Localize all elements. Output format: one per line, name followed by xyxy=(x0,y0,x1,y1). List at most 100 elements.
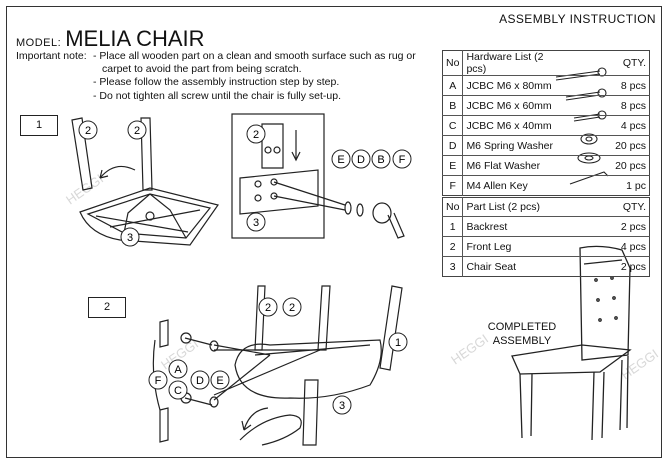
flip-arrow xyxy=(243,407,269,431)
row-qty: 4 pcs xyxy=(603,236,650,257)
parts-header-row: No Part List (2 pcs) QTY. xyxy=(442,197,650,217)
svg-text:2: 2 xyxy=(265,302,271,314)
svg-text:E: E xyxy=(337,154,344,166)
row-qty: 8 pcs xyxy=(604,75,650,96)
row-no: E xyxy=(442,155,464,176)
watermark-4: HEGGI xyxy=(618,346,661,382)
svg-text:3: 3 xyxy=(127,232,133,244)
svg-text:1: 1 xyxy=(395,337,401,349)
row-name: JCBC M6 x 60mm xyxy=(462,95,556,116)
svg-text:D: D xyxy=(357,154,365,166)
front-leg-left xyxy=(254,285,266,351)
callouts: 2 2 3 2 3 E D B F 2 2 1 3 A F D E C xyxy=(78,120,412,415)
step2-drawing xyxy=(152,285,403,446)
col-name: Part List (2 pcs) xyxy=(466,201,540,213)
col-qty: QTY. xyxy=(622,201,646,213)
row-no: F xyxy=(442,175,464,196)
col-no: No xyxy=(442,197,464,217)
front-leg-detached xyxy=(71,117,93,191)
hand xyxy=(239,414,302,446)
callout-front-leg-1: 2 xyxy=(78,120,98,140)
svg-text:F: F xyxy=(155,375,162,387)
callout-d-step2: D xyxy=(190,370,210,390)
model-title: MODEL:MELIA CHAIR xyxy=(16,26,205,52)
callout-d-step1: D xyxy=(351,149,371,169)
callout-f-step1: F xyxy=(392,149,412,169)
row-no: 2 xyxy=(442,236,464,257)
row-name: M6 Spring Washer xyxy=(462,135,556,156)
row-qty: 2 pcs xyxy=(603,256,650,277)
callout-c-step2: C xyxy=(168,380,188,400)
note-item: - Place all wooden part on a clean and s… xyxy=(93,50,416,76)
svg-text:2: 2 xyxy=(85,125,91,137)
step1-detail-inset xyxy=(231,113,405,239)
backrest xyxy=(379,285,403,371)
completed-assembly-label: COMPLETED ASSEMBLY xyxy=(472,320,572,348)
row-qty: 4 pcs xyxy=(604,115,650,136)
seat-frame xyxy=(79,187,219,246)
step-1-label: 1 xyxy=(20,115,58,136)
svg-text:2: 2 xyxy=(289,302,295,314)
callout-a-step2: A xyxy=(168,359,188,379)
row-name: M4 Allen Key xyxy=(462,175,556,196)
row-no: 1 xyxy=(442,216,464,237)
step-2-label: 2 xyxy=(88,297,126,318)
callout-backrest: 1 xyxy=(388,332,408,352)
callout-seat-2: 3 xyxy=(332,395,352,415)
svg-text:A: A xyxy=(174,364,182,376)
completed-line2: ASSEMBLY xyxy=(492,335,552,347)
row-no: B xyxy=(442,95,464,116)
row-name: Front Leg xyxy=(462,236,603,257)
callout-front-leg-4: 2 xyxy=(282,297,302,317)
svg-text:D: D xyxy=(196,375,204,387)
col-qty: QTY. xyxy=(622,57,646,69)
callout-e-step2: E xyxy=(210,370,230,390)
front-leg-right xyxy=(317,285,331,351)
svg-text:F: F xyxy=(399,154,406,166)
row-name: JCBC M6 x 80mm xyxy=(462,75,556,96)
col-name: Hardware List (2 pcs) xyxy=(466,51,544,75)
note-item: - Do not tighten all screw until the cha… xyxy=(93,89,342,102)
row-name: JCBC M6 x 40mm xyxy=(462,115,556,136)
callout-front-leg-2: 2 xyxy=(127,120,147,140)
completed-chair-drawing xyxy=(511,245,632,441)
front-leg-mounted xyxy=(140,117,153,191)
completed-line1: COMPLETED xyxy=(487,321,557,333)
row-qty: 2 pcs xyxy=(603,216,650,237)
svg-text:2: 2 xyxy=(134,125,140,137)
notes-label: Important note: xyxy=(16,50,87,62)
svg-text:E: E xyxy=(216,375,223,387)
svg-text:2: 2 xyxy=(253,129,259,141)
row-no: C xyxy=(442,115,464,136)
assembly-title: ASSEMBLY INSTRUCTION xyxy=(499,12,656,26)
note-item: - Please follow the assembly instruction… xyxy=(93,76,340,89)
row-qty: 20 pcs xyxy=(604,135,650,156)
svg-text:3: 3 xyxy=(253,217,259,229)
model-name: MELIA CHAIR xyxy=(65,26,205,51)
callout-b-step1: B xyxy=(371,149,391,169)
seat-body xyxy=(234,339,382,399)
callout-f-step2: F xyxy=(148,370,168,390)
rear-leg xyxy=(302,379,319,446)
hardware-header-row: No Hardware List (2 pcs) QTY. xyxy=(442,50,650,76)
model-label: MODEL: xyxy=(16,37,62,49)
row-no: 3 xyxy=(442,256,464,277)
row-qty: 8 pcs xyxy=(604,95,650,116)
row-name: Backrest xyxy=(462,216,603,237)
callout-inset-seat: 3 xyxy=(246,212,266,232)
step1-drawing xyxy=(71,117,219,246)
callout-front-leg-3: 2 xyxy=(258,297,278,317)
instruction-sheet xyxy=(6,6,662,458)
